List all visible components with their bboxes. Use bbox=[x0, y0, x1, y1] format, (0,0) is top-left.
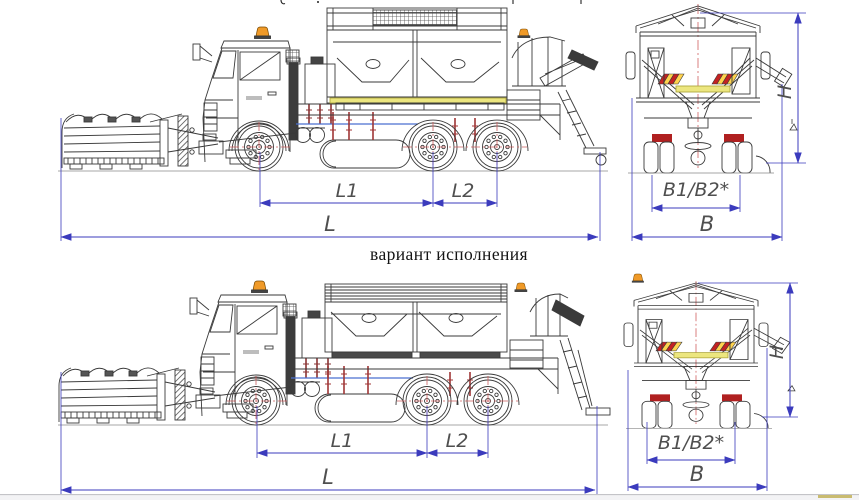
beacon-variant-rear bbox=[631, 273, 645, 283]
variant-side-view: L1 L2 L bbox=[58, 281, 611, 494]
dim-label-b1b2-variant: B1/B2* bbox=[658, 432, 724, 454]
dim-label-l2-variant: L2 bbox=[446, 430, 469, 452]
wheels-and-centerlines bbox=[230, 119, 529, 172]
main-side-view: L1 L2 L bbox=[58, 7, 608, 241]
dim-label-l1-variant: L1 bbox=[331, 430, 354, 452]
rear-dimensions-variant: B1/B2* B H bbox=[627, 282, 798, 491]
bottom-page-strip bbox=[0, 494, 859, 500]
variant-caption: вариант исполнения bbox=[370, 244, 528, 264]
hydraulic-tank bbox=[304, 56, 336, 125]
rear-spreader-equipment bbox=[506, 28, 607, 166]
dim-label-b: B bbox=[700, 212, 714, 236]
dim-label-l2: L2 bbox=[452, 180, 475, 202]
dim-label-b1b2: B1/B2* bbox=[663, 179, 729, 201]
main-rear-view: B1/B2* B H bbox=[625, 3, 806, 241]
yellow-stripe-side bbox=[329, 97, 507, 104]
cropped-title-fragments bbox=[280, 0, 582, 5]
chassis-frame bbox=[296, 103, 561, 140]
mesh-cover bbox=[372, 9, 458, 26]
side-dimensions: L1 L2 L bbox=[60, 118, 601, 241]
spreader-body-covered bbox=[326, 7, 508, 111]
wheels-and-centerlines-variant bbox=[227, 373, 520, 426]
truck-cab bbox=[193, 27, 300, 164]
rear-equipment-variant bbox=[509, 282, 611, 416]
chassis-frame-variant bbox=[294, 357, 559, 394]
dim-label-l1: L1 bbox=[336, 180, 359, 202]
truck-cab-variant bbox=[190, 281, 297, 418]
dim-label-l-variant: L bbox=[322, 465, 334, 489]
spreader-body-open bbox=[324, 283, 508, 359]
rear-dimensions: B1/B2* B H bbox=[631, 12, 806, 241]
snowplow bbox=[61, 113, 219, 170]
variant-rear-view: B1/B2* B H bbox=[623, 273, 798, 491]
dim-label-b-variant: B bbox=[690, 462, 704, 486]
dim-label-l: L bbox=[324, 212, 336, 236]
side-dimensions-variant: L1 L2 L bbox=[60, 372, 598, 494]
snowplow-variant bbox=[58, 367, 216, 424]
dim-label-h-variant: H bbox=[766, 345, 788, 359]
dim-label-h: H bbox=[774, 85, 796, 99]
